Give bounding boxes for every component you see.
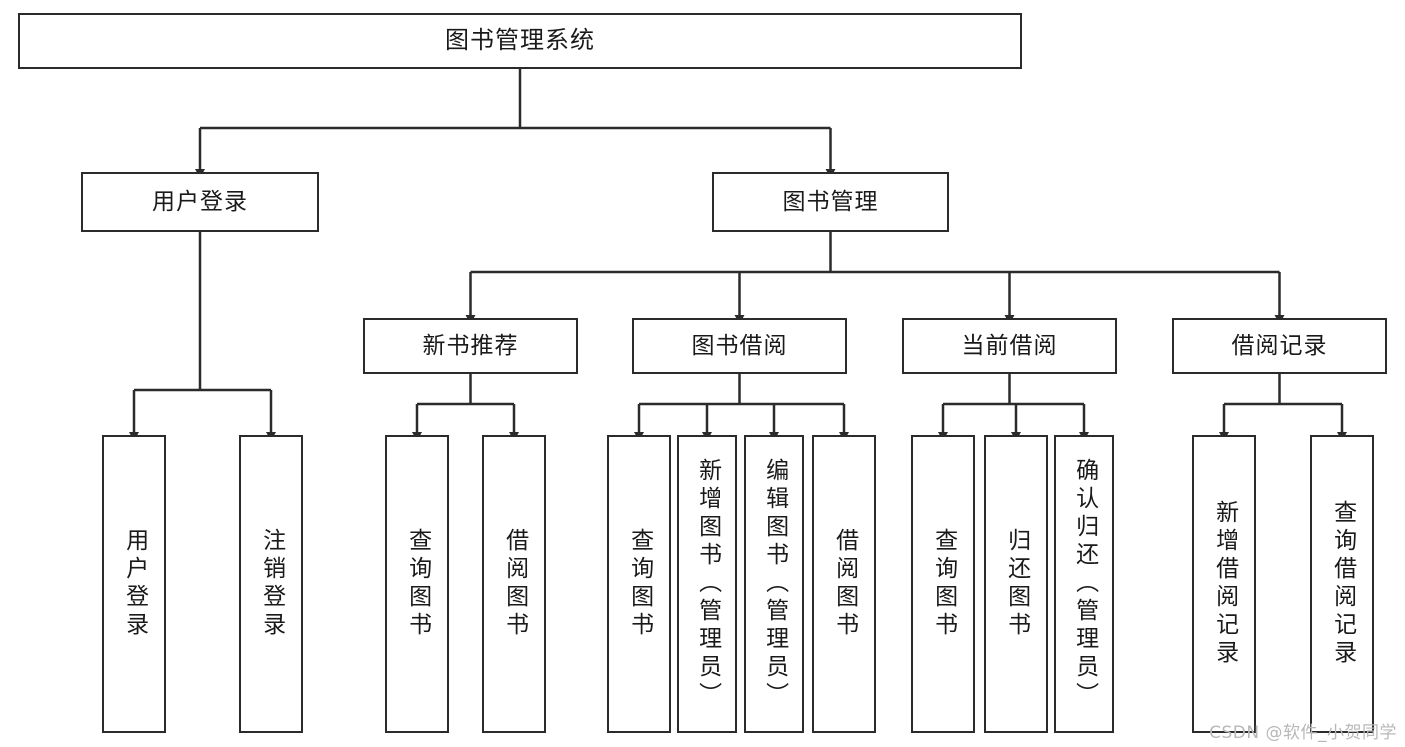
node-label: 查询借阅记录 — [1329, 500, 1356, 668]
node-label: 图书管理 — [782, 188, 879, 215]
node-leaf-add-book: 新增图书（管理员） — [677, 435, 737, 733]
node-label: 编辑图书（管理员） — [761, 458, 788, 710]
node-label: 图书借阅 — [691, 332, 788, 359]
node-label: 当前借阅 — [961, 332, 1058, 359]
node-leaf-user-logout: 注销登录 — [239, 435, 303, 733]
node-leaf-borrow-book-1: 借阅图书 — [482, 435, 546, 733]
node-leaf-query-book-1: 查询图书 — [385, 435, 449, 733]
node-leaf-user-login: 用户登录 — [102, 435, 166, 733]
node-label: 借阅图书 — [831, 528, 858, 640]
node-label: 借阅记录 — [1231, 332, 1328, 359]
node-root: 图书管理系统 — [18, 13, 1022, 69]
node-label: 确认归还（管理员） — [1071, 458, 1098, 710]
node-user-login: 用户登录 — [81, 172, 319, 232]
node-label: 查询图书 — [626, 528, 653, 640]
node-leaf-query-book-2: 查询图书 — [607, 435, 671, 733]
node-leaf-return-book: 归还图书 — [984, 435, 1048, 733]
node-leaf-borrow-book-2: 借阅图书 — [812, 435, 876, 733]
node-label: 查询图书 — [930, 528, 957, 640]
node-current-borrow: 当前借阅 — [902, 318, 1117, 374]
node-label: 用户登录 — [152, 188, 248, 215]
node-label: 新增借阅记录 — [1211, 500, 1238, 668]
node-label: 借阅图书 — [501, 528, 528, 640]
node-book-borrow: 图书借阅 — [632, 318, 847, 374]
node-label: 用户登录 — [121, 528, 148, 640]
node-new-book-rec: 新书推荐 — [363, 318, 578, 374]
node-leaf-query-book-3: 查询图书 — [911, 435, 975, 733]
node-label: 新书推荐 — [422, 332, 519, 359]
node-label: 注销登录 — [258, 528, 285, 640]
node-leaf-add-record: 新增借阅记录 — [1192, 435, 1256, 733]
node-label: 新增图书（管理员） — [694, 458, 721, 710]
node-leaf-edit-book: 编辑图书（管理员） — [744, 435, 804, 733]
csdn-watermark: CSDN @软件_小贺同学 — [1209, 723, 1397, 743]
node-label: 归还图书 — [1003, 528, 1030, 640]
node-leaf-confirm-return: 确认归还（管理员） — [1054, 435, 1114, 733]
node-label: 图书管理系统 — [445, 26, 595, 55]
node-book-manage: 图书管理 — [712, 172, 949, 232]
node-label: 查询图书 — [404, 528, 431, 640]
node-leaf-query-record: 查询借阅记录 — [1310, 435, 1374, 733]
node-borrow-record: 借阅记录 — [1172, 318, 1387, 374]
